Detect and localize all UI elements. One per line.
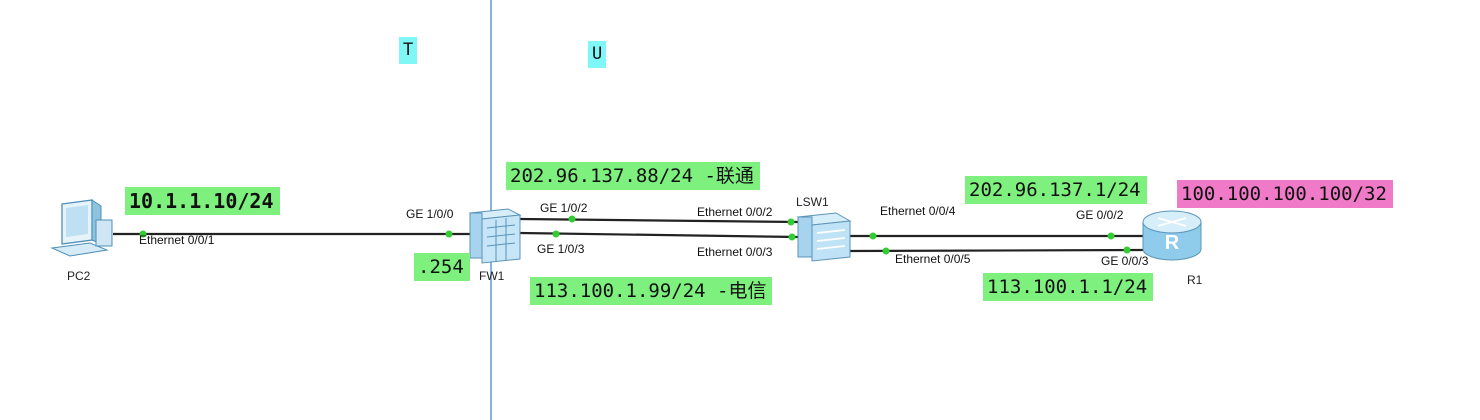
pc-ip-label: 10.1.1.10/24 <box>125 187 280 215</box>
switch-icon[interactable] <box>796 212 852 262</box>
link-fw-sw-telecom[interactable] <box>519 231 799 239</box>
port-label-pc-eth: Ethernet 0/0/1 <box>139 233 215 247</box>
port-label-sw-eth3: Ethernet 0/0/3 <box>697 245 773 259</box>
device-label-firewall: FW1 <box>479 269 505 283</box>
fw-inside-ip-label: .254 <box>414 253 470 281</box>
port-label-sw-eth2: Ethernet 0/0/2 <box>697 205 773 219</box>
device-label-pc: PC2 <box>67 269 91 283</box>
pc-icon[interactable] <box>50 199 113 257</box>
port-label-fw-ge100: GE 1/0/0 <box>406 207 454 221</box>
port-dots <box>139 215 1131 255</box>
port-label-r-ge2: GE 0/0/2 <box>1076 208 1124 222</box>
svg-text:R: R <box>1165 232 1180 254</box>
router-icon[interactable]: R <box>1142 210 1202 261</box>
device-label-router: R1 <box>1187 273 1203 287</box>
zone-tag-trust: T <box>399 37 418 64</box>
port-label-fw-ge102: GE 1/0/2 <box>540 201 588 215</box>
r-loopback-ip-label: 100.100.100.100/32 <box>1177 180 1393 208</box>
r-telecom-ip-label: 113.100.1.1/24 <box>983 273 1154 301</box>
link-sw-r-telecom[interactable] <box>849 248 1144 253</box>
port-label-sw-eth4: Ethernet 0/0/4 <box>880 204 956 218</box>
fw-telecom-ip-label: 113.100.1.99/24 -电信 <box>530 277 773 305</box>
r-unicom-ip-label: 202.96.137.1/24 <box>965 176 1147 204</box>
link-fw-sw-unicom[interactable] <box>519 217 799 224</box>
device-label-switch: LSW1 <box>796 195 829 209</box>
port-label-sw-eth5: Ethernet 0/0/5 <box>895 252 971 266</box>
firewall-icon[interactable] <box>468 208 522 264</box>
port-label-r-ge3: GE 0/0/3 <box>1101 254 1149 268</box>
zone-tag-untrust: U <box>588 41 607 68</box>
fw-unicom-ip-label: 202.96.137.88/24 -联通 <box>506 162 760 190</box>
port-label-fw-ge103: GE 1/0/3 <box>537 242 585 256</box>
